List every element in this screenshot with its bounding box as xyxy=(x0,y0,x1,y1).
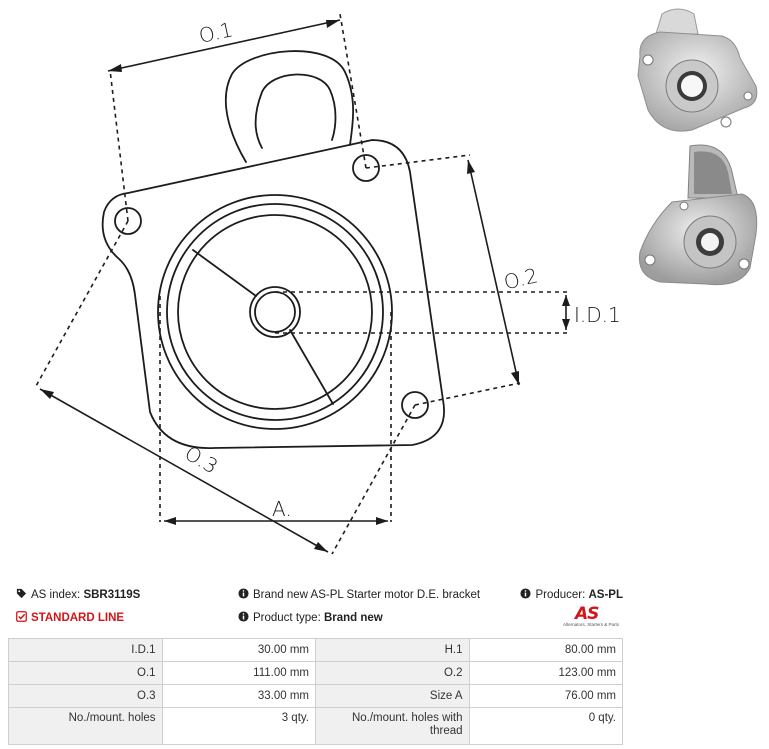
spec-table: I.D.1 30.00 mm H.1 80.00 mm O.1 111.00 m… xyxy=(8,638,624,745)
housing-inner xyxy=(177,214,373,410)
bracket-top-loop-inner xyxy=(254,73,337,149)
as-index-row: AS index: SBR3119S xyxy=(16,588,140,601)
as-pl-logo: AS Alternators, Starters & Parts xyxy=(563,604,625,632)
as-index-value: SBR3119S xyxy=(83,589,141,601)
mount-hole-bottom-right xyxy=(401,391,429,419)
spec-label: No./mount. holes with thread xyxy=(314,707,470,745)
info-icon xyxy=(520,588,531,599)
table-row: O.3 33.00 mm Size A 76.00 mm xyxy=(8,684,624,708)
info-icon xyxy=(238,611,249,622)
housing-outer xyxy=(157,194,393,430)
spec-label: I.D.1 xyxy=(8,638,163,662)
product-photo-front xyxy=(637,8,758,132)
product-type-label: Product type: xyxy=(253,612,321,624)
producer-row: Producer: AS-PL xyxy=(520,588,623,601)
spec-value: 3 qty. xyxy=(161,707,316,745)
standard-line-label: STANDARD LINE xyxy=(31,612,125,624)
product-type-row: Product type: Brand new xyxy=(238,611,383,624)
logo-tagline: Alternators, Starters & Parts xyxy=(563,622,620,627)
producer-value: AS-PL xyxy=(588,589,624,601)
spec-value: 111.00 mm xyxy=(161,661,316,685)
spec-value: 76.00 mm xyxy=(468,684,624,708)
info-icon xyxy=(238,588,249,599)
producer-label: Producer: xyxy=(535,589,586,601)
bracket-top-loop xyxy=(224,50,354,163)
logo-mark: AS xyxy=(575,604,599,624)
product-description: Brand new AS-PL Starter motor D.E. brack… xyxy=(253,589,481,601)
table-row: O.1 111.00 mm O.2 123.00 mm xyxy=(8,661,624,685)
bore-inner xyxy=(254,291,296,333)
label-o2: O.2 xyxy=(501,263,540,294)
housing-mid xyxy=(166,203,384,421)
checkbox-icon xyxy=(16,611,27,622)
mount-hole-top-right xyxy=(352,154,380,182)
mount-hole-left xyxy=(114,207,142,235)
product-type-value: Brand new xyxy=(323,612,383,624)
spec-value: 0 qty. xyxy=(468,707,624,745)
spec-label: Size A xyxy=(314,684,470,708)
spec-value: 80.00 mm xyxy=(468,638,624,662)
technical-drawing: O.1 O.2 O.3 I.D.1 A. xyxy=(35,13,620,555)
spec-label: H.1 xyxy=(314,638,470,662)
bore-outer xyxy=(249,286,301,338)
label-a: A. xyxy=(272,497,292,521)
label-id1: I.D.1 xyxy=(574,303,620,327)
table-row: I.D.1 30.00 mm H.1 80.00 mm xyxy=(8,638,624,662)
spec-value: 33.00 mm xyxy=(161,684,316,708)
table-row: No./mount. holes 3 qty. No./mount. holes… xyxy=(8,707,624,745)
spec-label: O.1 xyxy=(8,661,163,685)
product-photo-back xyxy=(638,144,758,286)
spec-label: No./mount. holes xyxy=(8,707,163,745)
standard-line-badge: STANDARD LINE xyxy=(16,611,124,624)
description-row: Brand new AS-PL Starter motor D.E. brack… xyxy=(238,588,480,601)
tags-icon xyxy=(16,588,27,599)
spec-value: 30.00 mm xyxy=(161,638,316,662)
spec-value: 123.00 mm xyxy=(468,661,624,685)
spec-label: O.3 xyxy=(8,684,163,708)
spec-label: O.2 xyxy=(314,661,470,685)
bracket-flange-outline xyxy=(101,139,445,449)
as-index-label: AS index: xyxy=(31,589,81,601)
label-o1: O.1 xyxy=(197,17,235,48)
